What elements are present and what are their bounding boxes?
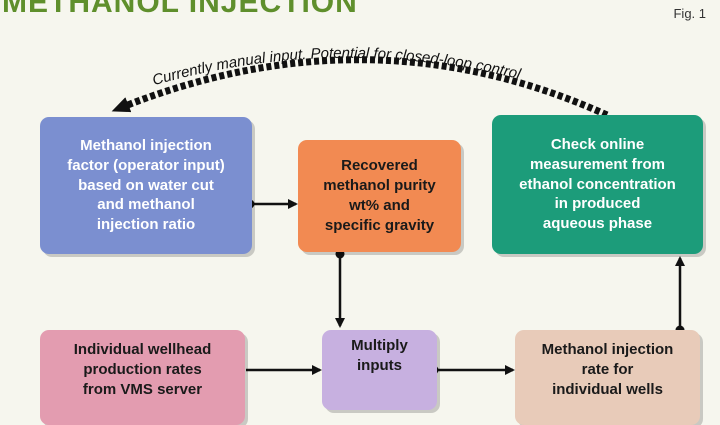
wellhead-rates-line: production rates — [83, 360, 202, 378]
injection-rate-line: individual wells — [552, 380, 663, 398]
online-measurement-line: ethanol concentration — [519, 175, 676, 193]
online-measurement-line: Check online — [550, 136, 645, 153]
recovered-purity-line: wt% and — [349, 197, 410, 214]
online-measurement-box: Check online measurement from ethanol co… — [492, 115, 703, 254]
wellhead-rates-line: Individual wellhead — [73, 341, 212, 358]
connector-multiply-to-beige — [429, 365, 515, 375]
recovered-purity-line: specific gravity — [324, 216, 435, 234]
connector-layer: Currently manual input. Potential for cl… — [111, 45, 685, 375]
online-measurement-line: measurement from — [529, 155, 666, 173]
online-measurement-line: aqueous phase — [542, 215, 653, 233]
feedback-loop-arrow — [111, 56, 609, 119]
injection-factor-line: injection ratio — [96, 216, 196, 234]
recovered-purity-line: Recovered — [341, 157, 418, 175]
multiply-inputs-line: inputs — [356, 356, 402, 374]
figure-label: Fig. 1 — [673, 6, 706, 21]
online-measurement-line: in produced — [554, 195, 641, 213]
injection-factor-line: and methanol — [97, 196, 195, 214]
recovered-purity-line: methanol purity — [323, 177, 436, 195]
recovered-purity-box: Recovered methanol purity wt% and specif… — [298, 140, 461, 252]
wellhead-rates-line: from VMS server — [82, 380, 203, 398]
wellhead-rates-box: Individual wellhead production rates fro… — [40, 330, 245, 425]
injection-factor-box: Methanol injection factor (operator inpu… — [40, 117, 252, 254]
connector-orange-to-multiply — [335, 249, 345, 328]
connector-blue-to-orange — [245, 199, 298, 209]
injection-rate-box: Methanol injection rate for individual w… — [515, 330, 700, 425]
injection-rate-line: rate for — [581, 360, 634, 378]
connector-beige-to-green — [675, 256, 685, 335]
injection-factor-line: Methanol injection — [80, 137, 212, 154]
injection-factor-line: based on water cut — [78, 176, 214, 194]
injection-factor-line: factor (operator input) — [67, 156, 225, 174]
diagram-title: METHANOL INJECTION — [2, 0, 358, 19]
injection-rate-line: Methanol injection — [541, 341, 674, 358]
multiply-inputs-box: Multiply inputs — [322, 330, 437, 410]
multiply-inputs-line: Multiply — [351, 337, 408, 354]
diagram-canvas: METHANOL INJECTION Fig. 1 Currently manu… — [2, 0, 706, 425]
